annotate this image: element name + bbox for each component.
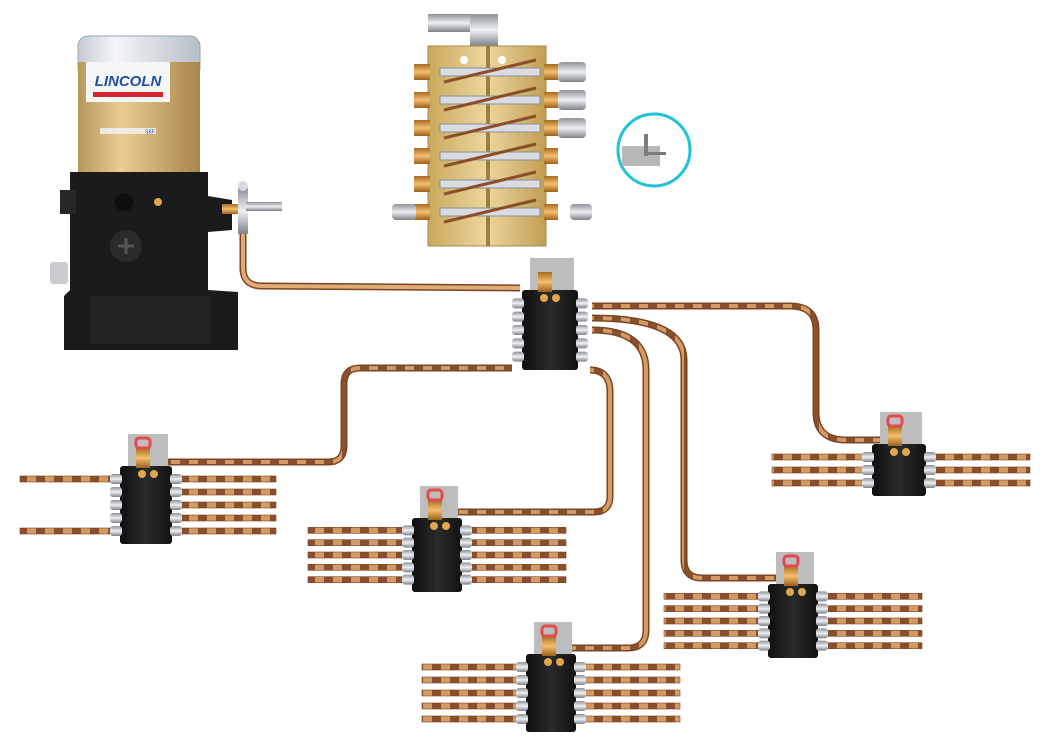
output-tube	[307, 576, 413, 583]
cycle-indicator-icon	[540, 624, 558, 638]
grease-pump-icon: LINCOLN SKF	[50, 35, 282, 350]
output-tube	[575, 689, 681, 697]
divider-block-center-left	[307, 486, 567, 592]
block-body	[872, 444, 926, 496]
divider-blocks	[19, 258, 1031, 732]
divider-block-bottom	[421, 622, 681, 732]
output-tube	[817, 642, 923, 649]
output-tube	[461, 564, 567, 571]
output-tube	[171, 501, 277, 509]
valve-section	[414, 58, 586, 84]
line-to-left-block	[162, 364, 512, 466]
output-tube	[19, 475, 121, 483]
output-tube	[421, 715, 527, 723]
output-tube	[771, 453, 873, 461]
block-body	[120, 466, 172, 544]
output-tube	[817, 593, 923, 600]
output-tube	[663, 617, 769, 625]
pump-brand-logo: LINCOLN	[95, 73, 163, 90]
cycle-indicator-icon	[782, 554, 800, 568]
cycle-indicator-icon	[134, 436, 152, 450]
divider-block-upper-right	[771, 412, 1031, 496]
primary-divider-block	[512, 258, 588, 370]
output-tube	[663, 593, 769, 600]
output-tube	[421, 663, 527, 671]
output-tube	[307, 551, 413, 559]
output-tube	[307, 527, 413, 534]
block-body	[768, 584, 818, 658]
output-tube	[575, 663, 681, 671]
output-tube	[925, 466, 1031, 474]
output-tube	[171, 527, 277, 535]
output-tube	[421, 689, 527, 697]
output-tube	[171, 514, 277, 522]
output-tube	[575, 702, 681, 710]
cycle-indicator-icon	[426, 488, 444, 502]
output-tube	[771, 479, 873, 487]
output-tube	[817, 605, 923, 612]
output-tube	[817, 617, 923, 625]
output-tube	[171, 475, 277, 483]
output-tube	[663, 630, 769, 637]
valve-section	[414, 86, 586, 112]
block-body	[526, 654, 576, 732]
output-tube	[575, 715, 681, 723]
supply-lines	[162, 230, 896, 652]
output-tube	[663, 605, 769, 612]
output-tube	[307, 564, 413, 571]
output-tube	[19, 527, 121, 535]
output-tube	[421, 676, 527, 684]
valve-section	[414, 142, 558, 168]
line-to-lower-right-block	[591, 314, 790, 582]
valve-section	[414, 170, 558, 196]
output-tube	[663, 642, 769, 649]
piston-detail-callout-icon	[616, 112, 692, 188]
output-tube	[461, 527, 567, 534]
output-tube	[421, 702, 527, 710]
pump-sub-brand: SKF	[145, 130, 155, 136]
divider-block-lower-right	[663, 552, 923, 658]
output-tube	[461, 576, 567, 583]
output-tube	[817, 630, 923, 637]
divider-block-left	[19, 434, 277, 544]
output-tube	[461, 551, 567, 559]
output-tube	[171, 488, 277, 496]
block-body	[522, 290, 578, 370]
output-tube	[771, 466, 873, 474]
output-tube	[461, 539, 567, 546]
output-tube	[925, 453, 1031, 461]
divider-valve-sections	[392, 58, 592, 224]
output-tube	[307, 539, 413, 546]
valve-section	[414, 114, 586, 140]
output-tube	[925, 479, 1031, 487]
output-tube	[575, 676, 681, 684]
cycle-indicator-icon	[886, 414, 904, 428]
line-to-upper-right-block	[592, 302, 896, 444]
line-to-center-left-block	[450, 366, 614, 516]
block-body	[412, 518, 462, 592]
valve-section	[392, 198, 592, 224]
